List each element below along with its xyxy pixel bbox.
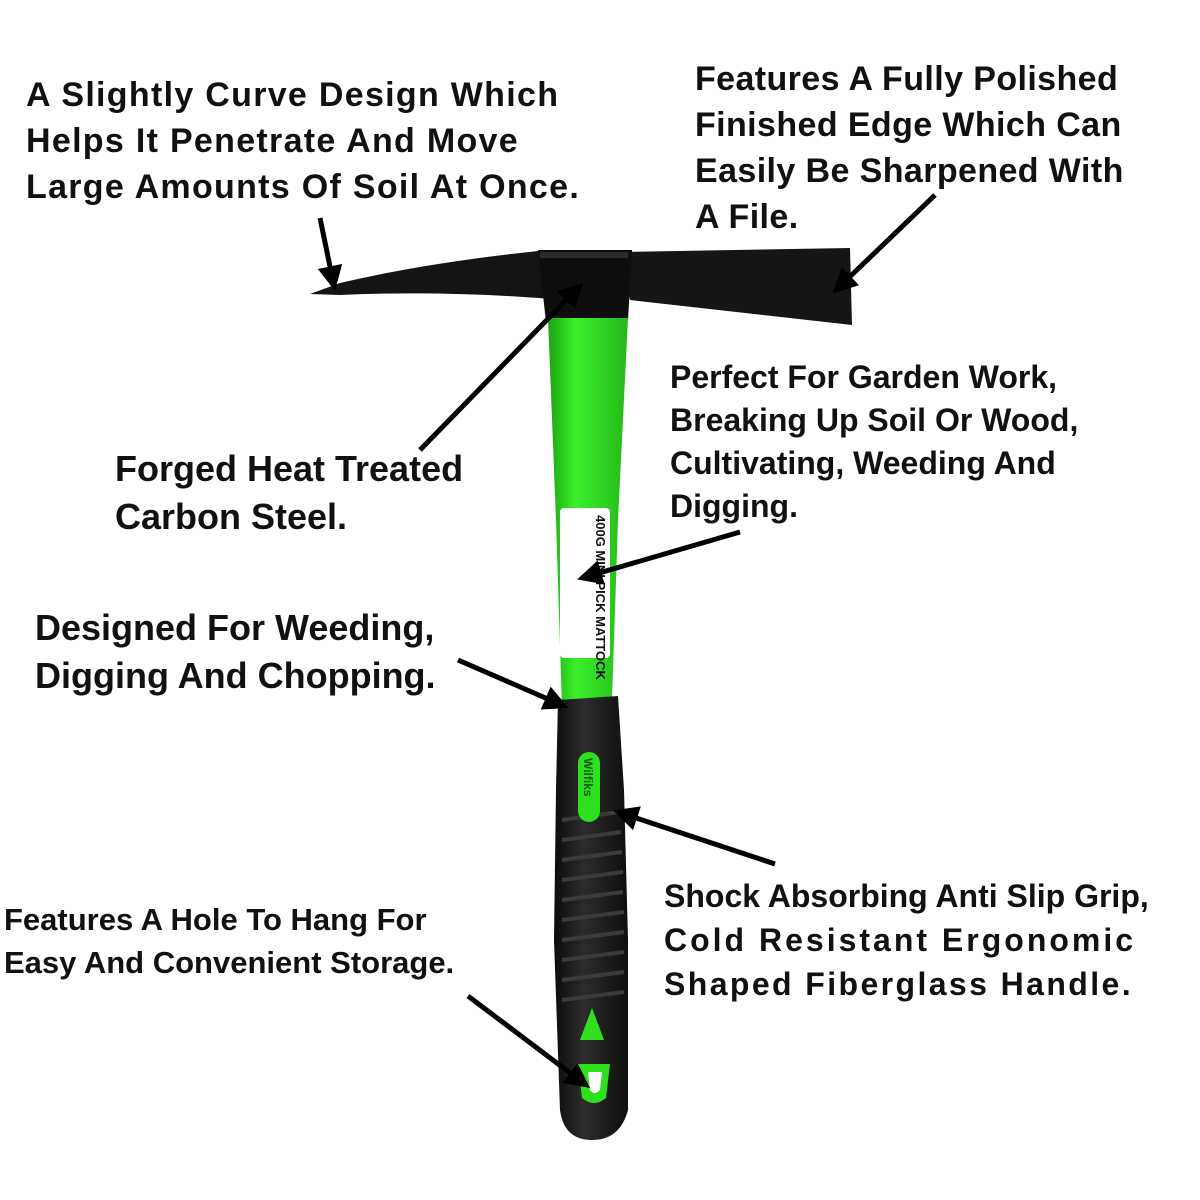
callout-arrows — [317, 193, 937, 1089]
callout-line: Finished Edge Which Can — [695, 106, 1122, 144]
adze-blade — [620, 248, 852, 325]
grip-brand-badge — [578, 752, 600, 822]
callout-line: Easily Be Sharpened With — [695, 152, 1124, 190]
mattock-head — [310, 248, 852, 325]
pick-blade — [310, 250, 562, 300]
callout-line: Helps It Penetrate And Move — [26, 122, 519, 160]
arrow-weeding-digging — [457, 657, 569, 710]
callout-curve-design: A Slightly Curve Design Which Helps It P… — [26, 72, 580, 210]
callout-line: Features A Fully Polished — [695, 60, 1119, 98]
callout-line: Designed For Weeding, — [35, 607, 435, 648]
callout-line: Cold Resistant Ergonomic — [664, 922, 1137, 958]
callout-line: Shaped Fiberglass Handle. — [664, 966, 1133, 1002]
callout-line: Easy And Convenient Storage. — [4, 945, 455, 980]
product-label-text: 400G MINI PICK MATTOCK — [593, 515, 608, 681]
callout-line: Breaking Up Soil Or Wood, — [670, 402, 1079, 438]
callout-hang-hole: Features A Hole To Hang For Easy And Con… — [4, 898, 454, 984]
callout-line: A File. — [695, 198, 799, 236]
callout-line: Digging And Chopping. — [35, 655, 436, 696]
arrow-polished-edge — [832, 193, 937, 294]
grip-brand-text: Wilfiks — [581, 758, 595, 797]
arrow-anti-slip-grip — [613, 806, 776, 867]
callout-line: A Slightly Curve Design Which — [26, 76, 560, 114]
callout-line: Carbon Steel. — [115, 496, 348, 537]
callout-garden-work: Perfect For Garden Work, Breaking Up Soi… — [670, 356, 1078, 528]
callout-line: Forged Heat Treated — [115, 448, 464, 489]
callout-line: Digging. — [670, 488, 798, 524]
fiberglass-handle: 400G MINI PICK MATTOCK — [548, 318, 628, 708]
callout-polished-edge: Features A Fully Polished Finished Edge … — [695, 56, 1124, 240]
arrow-garden-work — [577, 529, 741, 585]
callout-line: Features A Hole To Hang For — [4, 902, 427, 937]
arrow-hang-hole — [466, 994, 590, 1089]
callout-anti-slip-grip: Shock Absorbing Anti Slip Grip, Cold Res… — [664, 874, 1149, 1006]
callout-forged-steel: Forged Heat Treated Carbon Steel. — [115, 445, 463, 541]
callout-line: Shock Absorbing Anti Slip Grip, — [664, 878, 1149, 914]
callout-line: Large Amounts Of Soil At Once. — [26, 168, 581, 206]
callout-line: Perfect For Garden Work, — [670, 359, 1058, 395]
anti-slip-grip: Wilfiks — [554, 696, 628, 1140]
arrow-curve-design — [317, 217, 343, 291]
grip-green-accent — [580, 1008, 604, 1040]
callout-weeding-digging: Designed For Weeding, Digging And Choppi… — [35, 604, 436, 700]
arrow-forged-steel — [418, 282, 584, 452]
callout-line: Cultivating, Weeding And — [670, 445, 1056, 481]
